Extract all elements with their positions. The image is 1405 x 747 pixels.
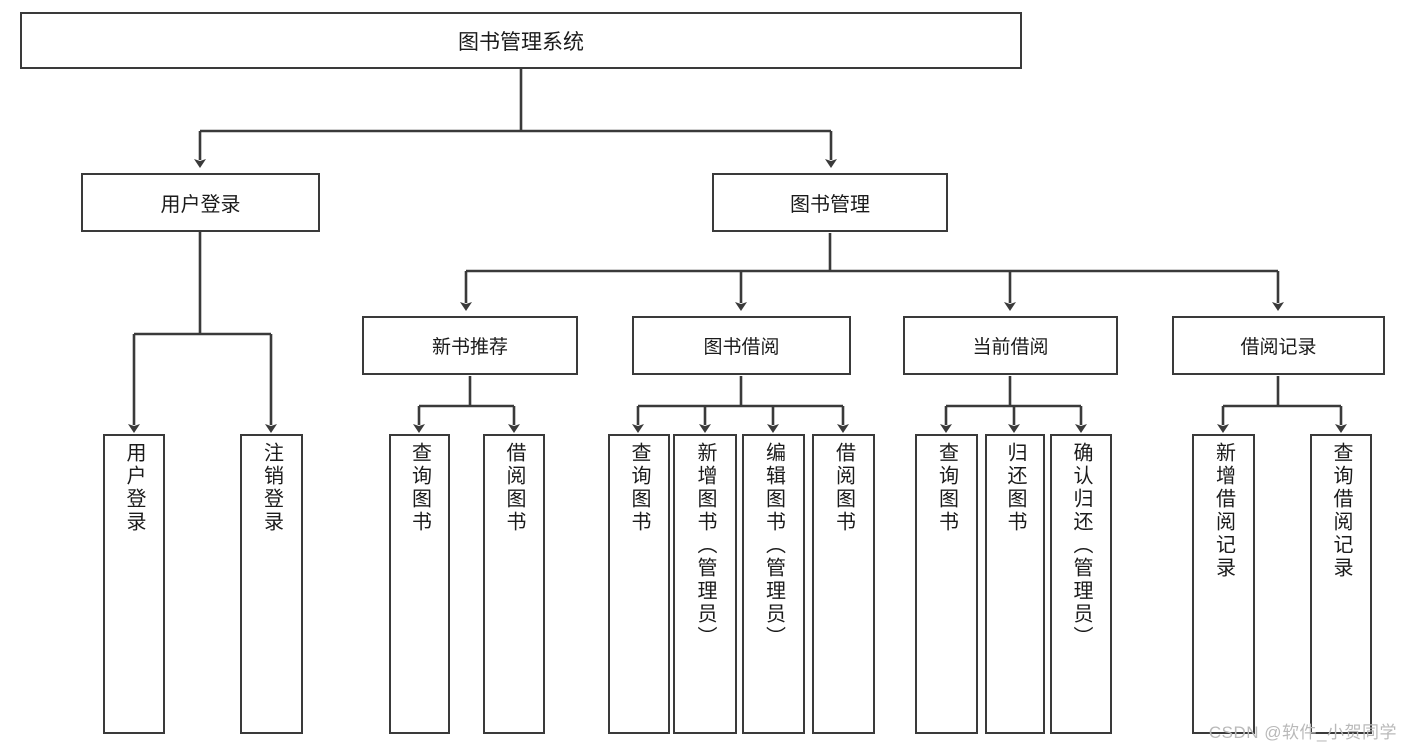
leaf-book-borrow-query-book[interactable]: 查询图书 xyxy=(608,434,670,734)
leaf-book-borrow-add-book[interactable]: 新增图书（管理员） xyxy=(673,434,737,734)
leaf-label: 查询借阅记录 xyxy=(1330,442,1352,580)
node-user-login-label: 用户登录 xyxy=(160,194,241,216)
leaf-label: 新增图书（管理员） xyxy=(694,442,716,649)
leaf-label: 查询图书 xyxy=(408,442,431,534)
node-current-borrow[interactable]: 当前借阅 xyxy=(903,316,1118,375)
leaf-label: 借阅图书 xyxy=(503,442,525,534)
node-new-book-recommend-label: 新书推荐 xyxy=(431,337,508,358)
node-book-borrow-label: 图书借阅 xyxy=(703,337,780,358)
leaf-current-borrow-confirm-return[interactable]: 确认归还（管理员） xyxy=(1050,434,1112,734)
node-root[interactable]: 图书管理系统 xyxy=(20,12,1022,69)
leaf-label: 新增借阅记录 xyxy=(1212,442,1235,580)
leaf-label: 查询图书 xyxy=(628,442,650,534)
node-user-login[interactable]: 用户登录 xyxy=(81,173,320,232)
leaf-label: 归还图书 xyxy=(1004,442,1026,534)
node-new-book-recommend[interactable]: 新书推荐 xyxy=(362,316,578,375)
leaf-label: 用户登录 xyxy=(123,442,145,534)
leaf-user-login-login[interactable]: 用户登录 xyxy=(103,434,165,734)
node-book-borrow[interactable]: 图书借阅 xyxy=(632,316,851,375)
node-borrow-record[interactable]: 借阅记录 xyxy=(1172,316,1385,375)
node-book-management-label: 图书管理 xyxy=(790,194,870,216)
leaf-label: 查询图书 xyxy=(935,442,958,534)
node-borrow-record-label: 借阅记录 xyxy=(1240,337,1317,358)
leaf-label: 注销登录 xyxy=(260,442,283,534)
leaf-borrow-record-add-record[interactable]: 新增借阅记录 xyxy=(1192,434,1255,734)
leaf-current-borrow-query-book[interactable]: 查询图书 xyxy=(915,434,978,734)
leaf-book-borrow-edit-book[interactable]: 编辑图书（管理员） xyxy=(742,434,805,734)
watermark: CSDN @软件_小贺同学 xyxy=(1208,723,1397,742)
leaf-user-login-logout[interactable]: 注销登录 xyxy=(240,434,303,734)
node-current-borrow-label: 当前借阅 xyxy=(972,337,1049,358)
node-root-label: 图书管理系统 xyxy=(458,30,584,54)
leaf-new-book-borrow-book[interactable]: 借阅图书 xyxy=(483,434,545,734)
leaf-label: 确认归还（管理员） xyxy=(1070,442,1092,649)
leaf-current-borrow-return-book[interactable]: 归还图书 xyxy=(985,434,1045,734)
leaf-book-borrow-borrow-book[interactable]: 借阅图书 xyxy=(812,434,875,734)
leaf-label: 编辑图书（管理员） xyxy=(762,442,785,649)
leaf-borrow-record-query-record[interactable]: 查询借阅记录 xyxy=(1310,434,1372,734)
leaf-label: 借阅图书 xyxy=(832,442,855,534)
leaf-new-book-query-book[interactable]: 查询图书 xyxy=(389,434,450,734)
node-book-management[interactable]: 图书管理 xyxy=(712,173,948,232)
